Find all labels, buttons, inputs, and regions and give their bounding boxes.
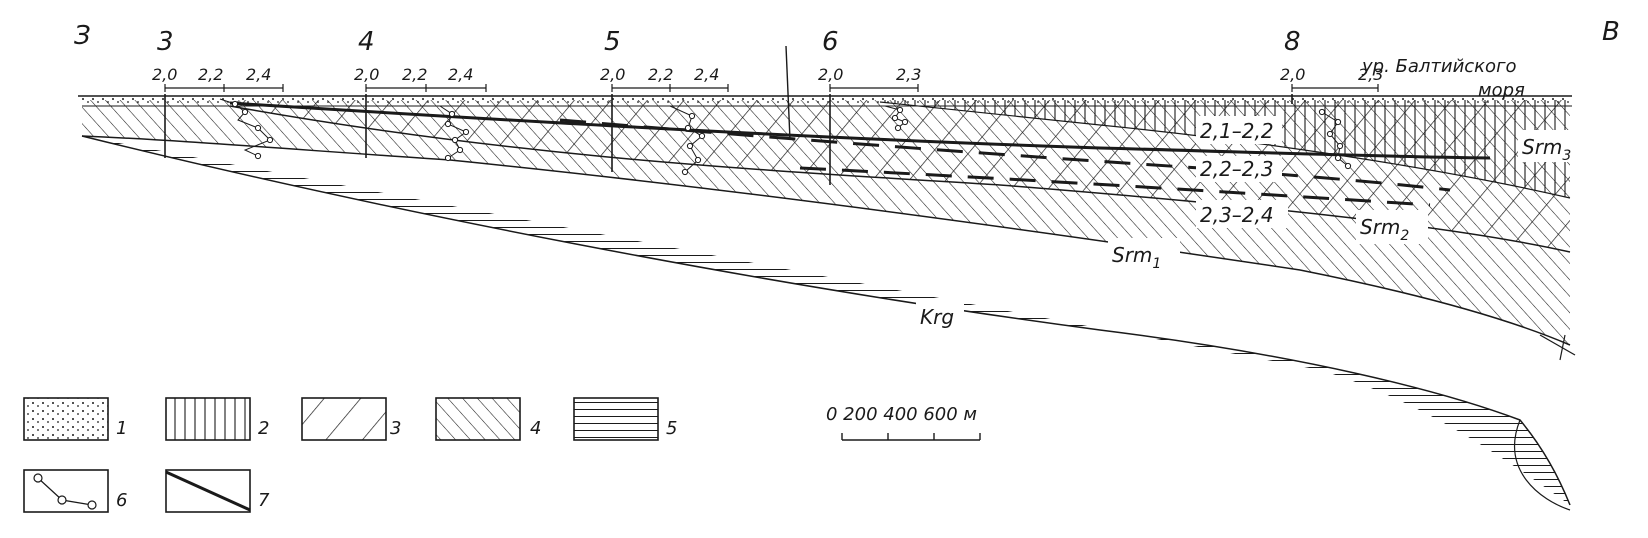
legend-item-3: 3: [301, 397, 401, 441]
zone-label-3: 2,3–2,4: [1200, 203, 1274, 227]
unit-label-backgrounds: [916, 130, 1580, 330]
legend-item-2: 2: [165, 397, 269, 441]
density-scales: [164, 84, 1379, 92]
west-label: З: [74, 21, 91, 51]
legend-number-4: 4: [530, 418, 541, 439]
zone-label-2: 2,2–2,3: [1200, 157, 1274, 181]
well-3-scale-3: 2,4: [246, 65, 271, 84]
well-8-scale-1: 2,0: [1280, 65, 1305, 84]
east-label: В: [1602, 17, 1620, 47]
layer-srm3: [880, 100, 1570, 198]
well-6-scale-1: 2,0: [818, 65, 843, 84]
legend-item-1: 1: [23, 397, 127, 441]
sea-level-label-line1: ур. Балтийского: [1361, 56, 1517, 77]
well-3-scale-1: 2,0: [152, 65, 177, 84]
unit-krg: Krg: [920, 305, 954, 329]
density-curves: [219, 98, 1352, 176]
unit-srm3: Srm3: [1522, 135, 1571, 164]
sea-level-label-line2: моря: [1478, 80, 1525, 101]
legend-number-1: 1: [116, 418, 127, 439]
well-number-4: 4: [358, 27, 375, 57]
layer-surface: [78, 95, 1572, 107]
fault-line: [785, 45, 791, 141]
well-number-8: 8: [1284, 27, 1301, 57]
well-6-scale-2: 2,3: [896, 65, 921, 84]
well-5-scale-2: 2,2: [648, 65, 673, 84]
legend-item-4: 4: [435, 397, 541, 441]
legend-item-7: 7: [165, 469, 270, 513]
legend-number-6: 6: [116, 490, 127, 511]
well-4-scale-1: 2,0: [354, 65, 379, 84]
zone-label-backgrounds: [1196, 116, 1288, 228]
well-5-scale-3: 2,4: [694, 65, 719, 84]
well-8-scale-2: 2,3: [1358, 65, 1383, 84]
well-5-scale-1: 2,0: [600, 65, 625, 84]
legend-item-6: 6: [23, 469, 127, 513]
scale-bar-label: 0 200 400 600 м: [826, 404, 977, 425]
well-4-scale-2: 2,2: [402, 65, 427, 84]
legend-item-5: 5: [573, 397, 677, 441]
unit-srm2: Srm2: [1360, 215, 1409, 244]
legend: 1 2 3 4 5 6 7: [23, 397, 677, 513]
legend-number-5: 5: [666, 418, 677, 439]
well-number-5: 5: [604, 27, 621, 57]
legend-number-2: 2: [258, 418, 269, 439]
well-3-scale-2: 2,2: [198, 65, 223, 84]
zone-label-1: 2,1–2,2: [1200, 119, 1274, 143]
layer-boundaries: [81, 101, 1576, 511]
well-4-scale-3: 2,4: [448, 65, 473, 84]
legend-number-3: 3: [390, 418, 401, 439]
wells: [164, 45, 1293, 185]
scale-bar: 0 200 400 600 м: [826, 404, 981, 441]
unit-srm1: Srm1: [1112, 243, 1161, 272]
well-number-3: 3: [157, 27, 174, 57]
legend-number-7: 7: [258, 490, 270, 511]
well-number-6: 6: [822, 27, 839, 57]
